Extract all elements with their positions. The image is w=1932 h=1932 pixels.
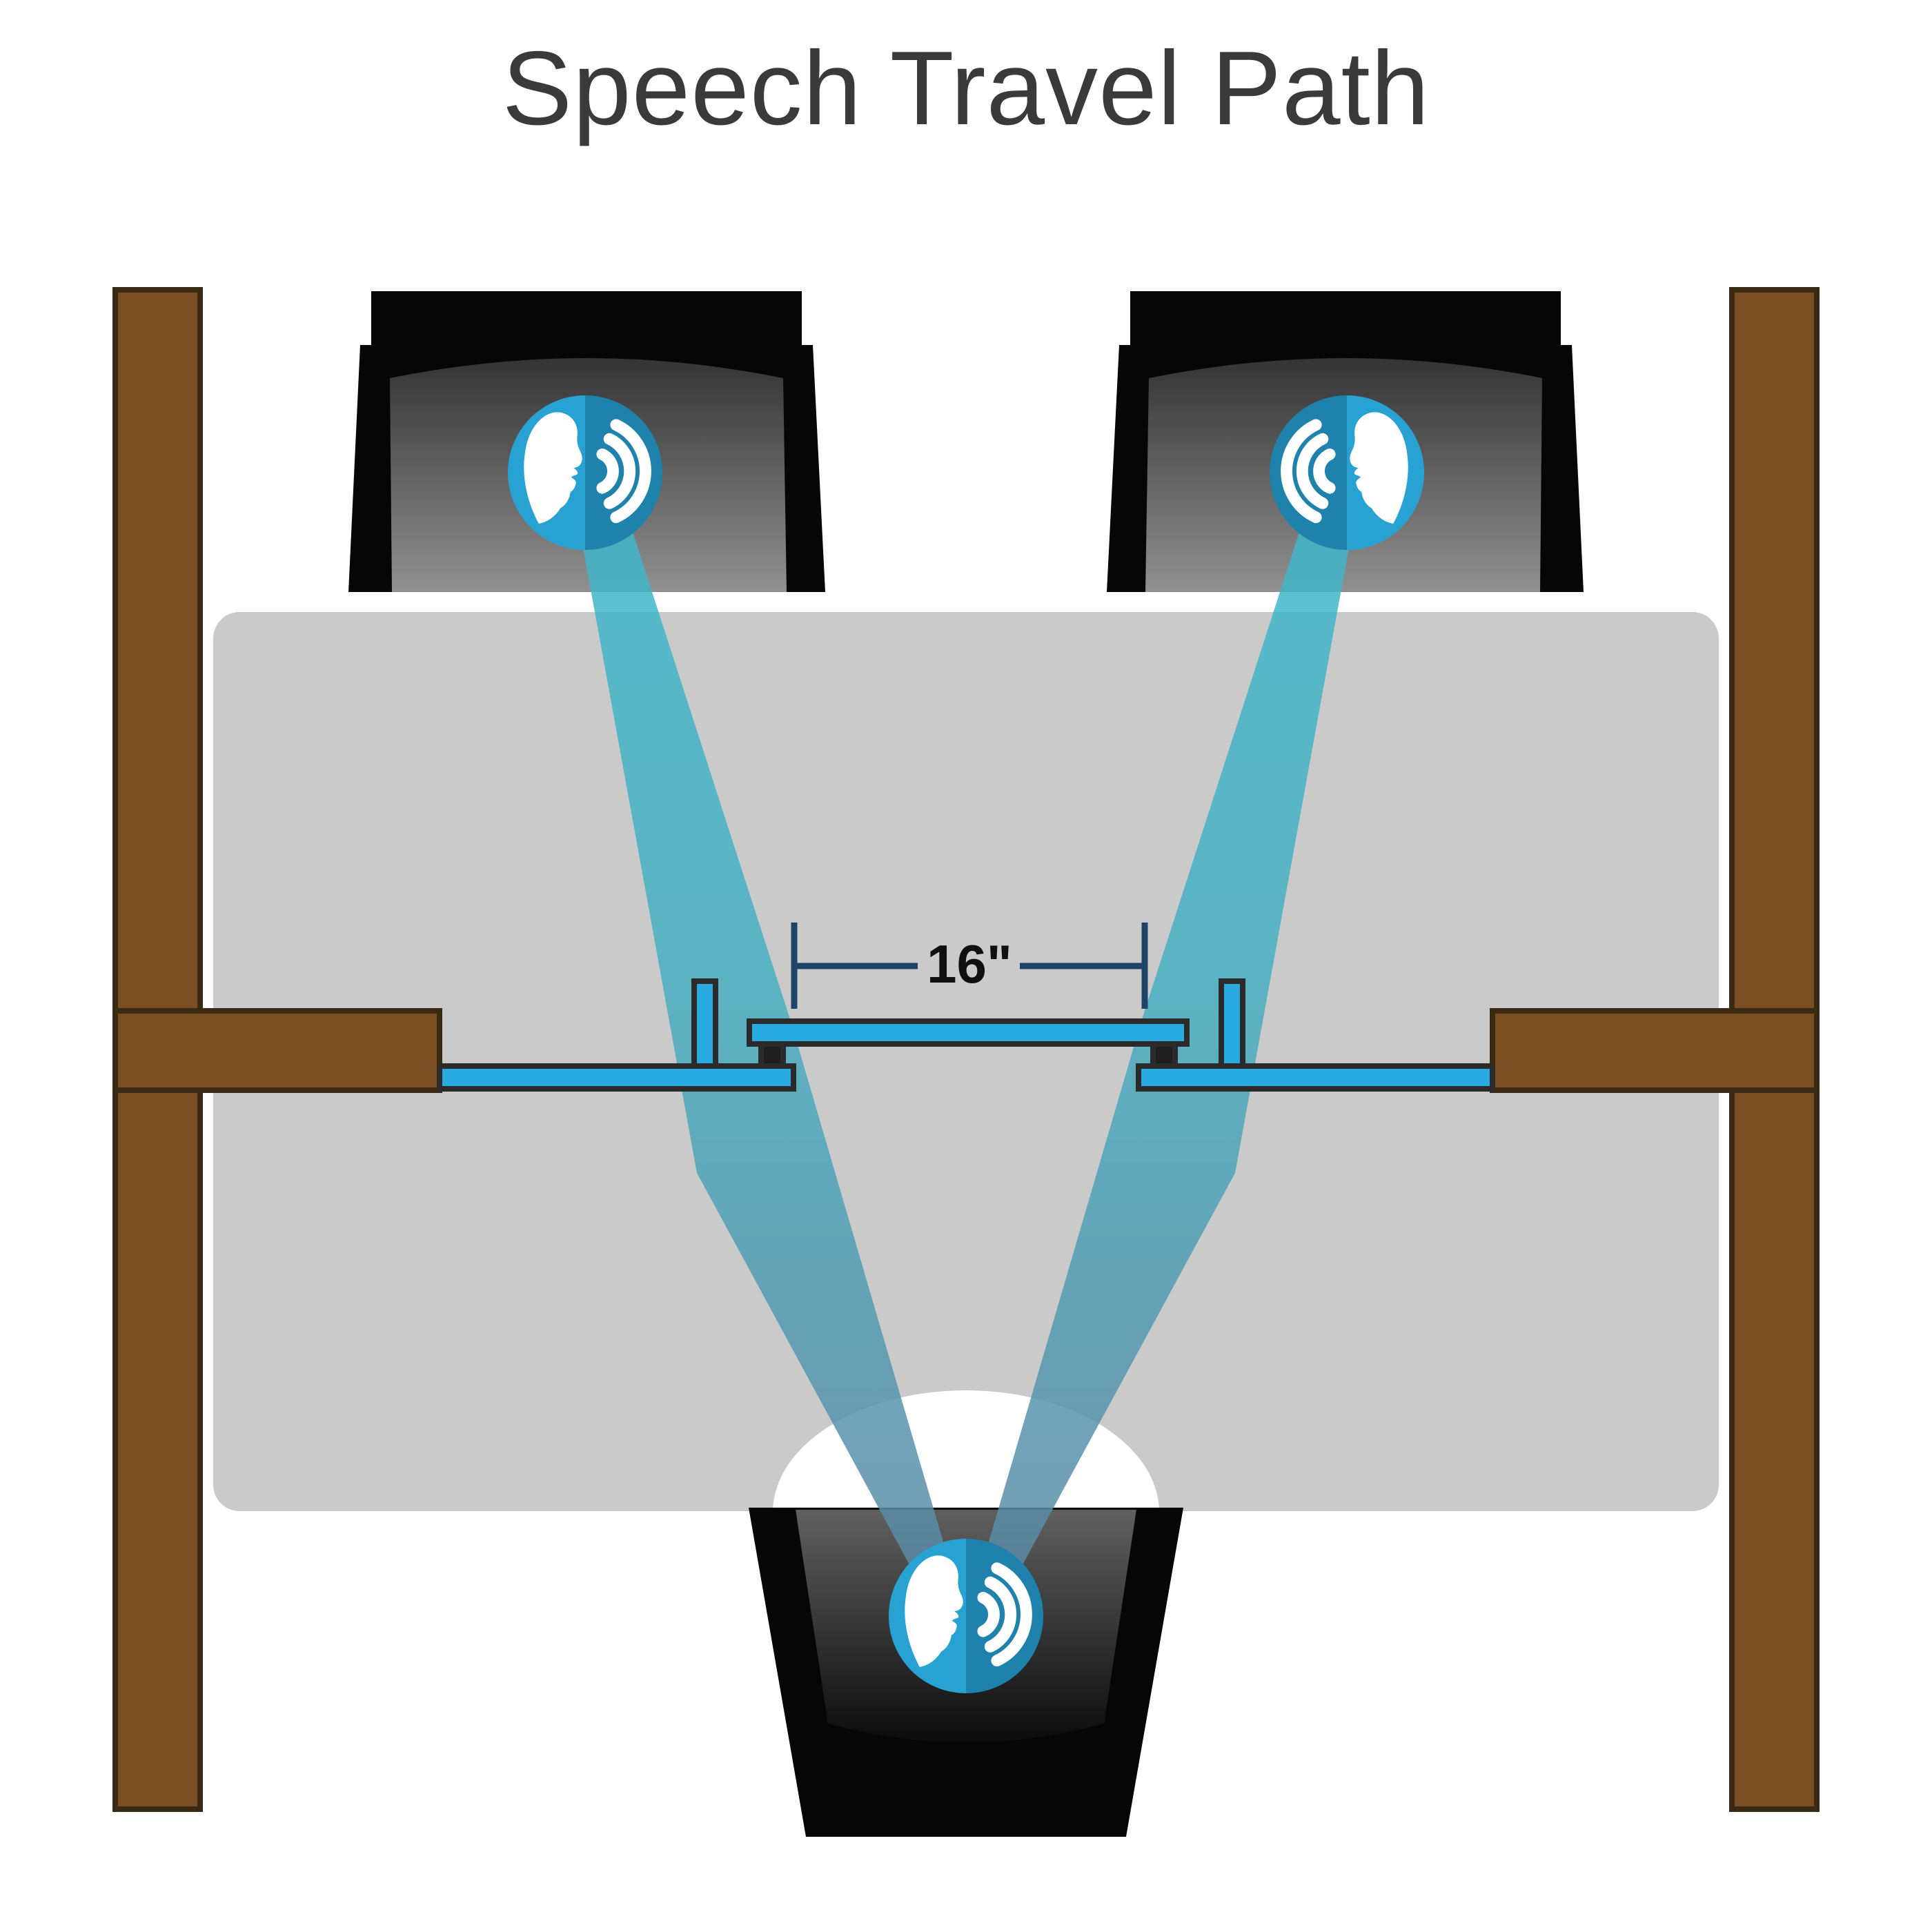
mic-bar-assembly [437, 978, 1495, 1092]
conference-table [213, 612, 1719, 1511]
mic-bar-foot-right [1150, 1041, 1178, 1069]
mic-bar-foot-left [758, 1041, 786, 1069]
chair-headrest [371, 291, 802, 351]
page-title: Speech Travel Path [502, 30, 1430, 147]
mic-riser-right [1219, 978, 1245, 1069]
wood-structure [112, 287, 1820, 1812]
side-bar-left [437, 1063, 796, 1092]
chair-headrest [1130, 291, 1561, 351]
wood-rail-right [1490, 1008, 1820, 1093]
dimension-annotation [791, 923, 1148, 1009]
mic-bar-center [747, 1018, 1190, 1047]
wood-rail-left [112, 1008, 442, 1093]
side-bar-right [1136, 1063, 1495, 1092]
mic-riser-left [691, 978, 718, 1069]
dimension-label: 16" [927, 934, 1012, 994]
